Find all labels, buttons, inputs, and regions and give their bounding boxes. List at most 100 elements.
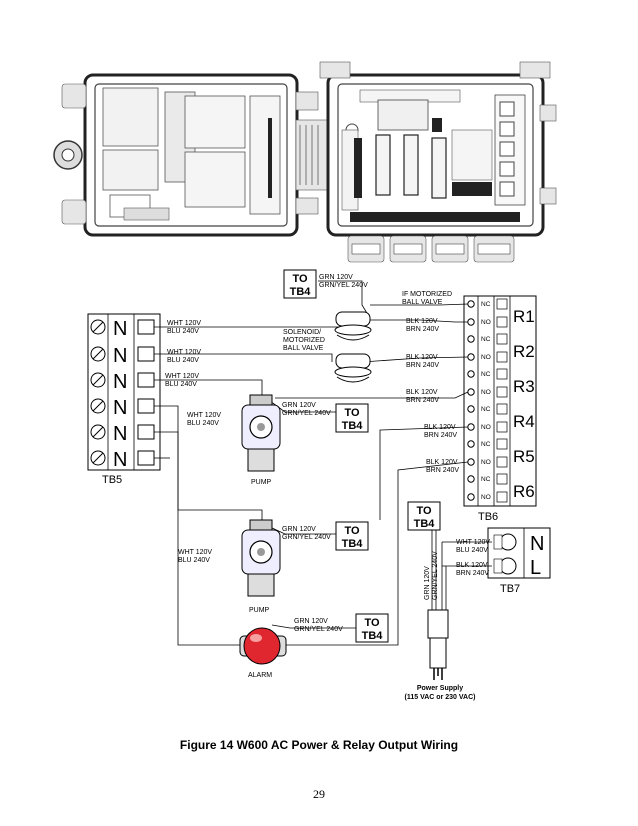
wire-label: BRN 240V [424, 432, 457, 439]
tb6-contact-label: NO [481, 354, 491, 361]
to-tb4-text: TO [416, 505, 432, 517]
tb6-contact-label: NC [481, 476, 491, 483]
wire-label: BLU 240V [167, 328, 199, 335]
tb5-terminal-label: N [113, 423, 127, 445]
relay-label-r2: R2 [513, 342, 535, 361]
controller-enclosure-illustration [53, 61, 557, 263]
wire-label: WHT 120V [167, 320, 201, 327]
tb7-label: TB7 [500, 583, 520, 595]
tb7-terminal-label: L [530, 557, 541, 579]
pump-1: PUMP [241, 394, 281, 486]
to-tb4-box-alarm: TO TB4 [355, 613, 389, 643]
tb6-contact-label: NO [481, 424, 491, 431]
wire-label: BLU 240V [178, 557, 210, 564]
tb5-terminal-label: N [113, 371, 127, 393]
alarm-label: ALARM [248, 672, 272, 679]
alarm-beacon: ALARM [239, 627, 287, 679]
solenoid-valve-2 [334, 353, 372, 383]
tb5-terminal-label: N [113, 318, 127, 340]
wire-label: GRN 120V [282, 526, 316, 533]
solenoid-label: MOTORIZED [283, 337, 325, 344]
relay-label-r6: R6 [513, 482, 535, 501]
to-tb4-text: TB4 [342, 420, 364, 432]
wire-label: BLK 120V [406, 354, 438, 361]
tb5-terminal-label: N [113, 449, 127, 471]
wire-label: GRN/YEL 240V [319, 282, 368, 289]
to-tb4-text: TO [344, 407, 360, 419]
wire-label: BLU 240V [167, 357, 199, 364]
solenoid-label: BALL VALVE [283, 345, 324, 352]
tb6-screws [467, 300, 475, 501]
wire-label: GRN 120V [294, 618, 328, 625]
wire-label: BRN 240V [406, 326, 439, 333]
power-supply-voltage: (115 VAC or 230 VAC) [405, 694, 476, 701]
wire-label: GRN 120V [319, 274, 353, 281]
wire-label: BLU 240V [187, 420, 219, 427]
to-tb4-box-pump1: TO TB4 [335, 403, 369, 433]
to-tb4-box-pump2: TO TB4 [335, 521, 369, 551]
wire-label: WHT 120V [165, 373, 199, 380]
wire-label: BLU 240V [456, 547, 488, 554]
wire-label: BLK 120V [426, 459, 458, 466]
tb6-contact-label: NO [481, 459, 491, 466]
wire-label: BRN 240V [406, 397, 439, 404]
pump-1-label: PUMP [251, 479, 272, 486]
wire-label-vertical: GRN 120V [424, 566, 431, 600]
wire-label: BRN 240V [426, 467, 459, 474]
wire-label: WHT 120V [456, 539, 490, 546]
relay-label-r1: R1 [513, 307, 535, 326]
to-tb4-text: TB4 [414, 518, 436, 530]
wire-labels: GRN 120V GRN/YEL 240V IF MOTORIZED BALL … [165, 274, 490, 633]
wire-label: WHT 120V [178, 549, 212, 556]
tb5-clamps [137, 319, 155, 466]
power-plug-icon [427, 609, 449, 680]
relay-label-r4: R4 [513, 412, 535, 431]
tb6-contact-label: NC [481, 371, 491, 378]
figure-caption: Figure 14 W600 AC Power & Relay Output W… [179, 738, 459, 752]
wire-label: GRN/YEL 240V [294, 626, 343, 633]
wire-label: BLK 120V [456, 562, 488, 569]
pump-2: PUMP [241, 519, 281, 614]
wire-label: BLK 120V [424, 424, 456, 431]
solenoid-valve-1 [334, 311, 372, 341]
wire-label-vertical: GRN/YEL 240V [432, 551, 439, 600]
tb6-contact-label: NO [481, 319, 491, 326]
to-tb4-text: TB4 [342, 538, 364, 550]
solenoid-label: SOLENOID/ [283, 329, 321, 336]
wire-label: BRN 240V [406, 362, 439, 369]
relay-label-r5: R5 [513, 447, 535, 466]
tb6-label: TB6 [478, 511, 498, 523]
tb6-contact-label: NC [481, 336, 491, 343]
tb6-contact-label: NO [481, 494, 491, 501]
tb7-terminal-label: N [530, 533, 544, 555]
tb6-contact-label: NC [481, 301, 491, 308]
to-tb4-box-top: TO TB4 [283, 269, 317, 299]
terminal-block-tb6: NC NO NC NO NC NO NC NO NC NO NC NO R1 R… [463, 295, 537, 523]
wire-label: WHT 120V [187, 412, 221, 419]
terminal-block-tb5: N N N N N N TB5 [87, 313, 161, 486]
wire-label: GRN/YEL 240V [282, 410, 331, 417]
wire-label: BLU 240V [165, 381, 197, 388]
tb5-terminal-label: N [113, 397, 127, 419]
tb5-label: TB5 [102, 474, 122, 486]
wire-label: BLK 120V [406, 389, 438, 396]
tb6-contact-label: NO [481, 389, 491, 396]
motorized-note: IF MOTORIZED [402, 291, 452, 298]
wire-label: GRN 120V [282, 402, 316, 409]
tb6-clamps [496, 298, 508, 503]
tb5-screws [90, 319, 106, 466]
wire-label: BLK 120V [406, 318, 438, 325]
to-tb4-text: TB4 [362, 630, 384, 642]
tb6-contact-label: NC [481, 406, 491, 413]
tb5-terminal-label: N [113, 345, 127, 367]
relay-label-r3: R3 [513, 377, 535, 396]
power-supply-label: Power Supply [417, 685, 463, 692]
wire-label: WHT 120V [167, 349, 201, 356]
pump-2-label: PUMP [249, 607, 270, 614]
wire-label: BRN 240V [456, 570, 489, 577]
wire-label: GRN/YEL 240V [282, 534, 331, 541]
wires [154, 280, 492, 646]
terminal-block-tb7: N L TB7 [487, 527, 551, 595]
to-tb4-text: TO [344, 525, 360, 537]
